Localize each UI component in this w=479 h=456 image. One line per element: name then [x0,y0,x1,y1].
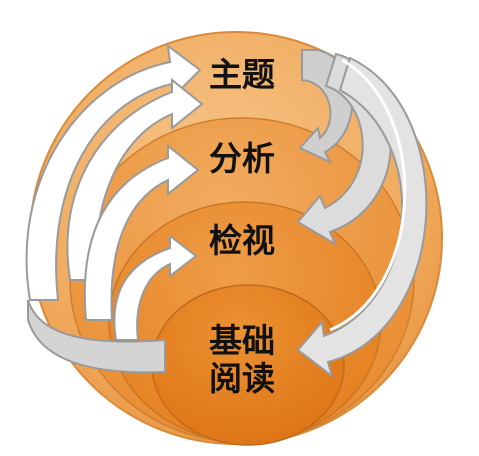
arrow-basic-to-inspection [113,233,198,341]
level-label-theme: 主题 [209,55,275,94]
level-label-reading: 阅读 [209,359,275,398]
level-label-basic: 基础 [209,321,275,360]
return-arrow-inspection-to-basic [296,56,428,379]
arrow-inspection-to-analysis [83,143,200,321]
left-gray-base [27,299,166,374]
right-white-edge [329,58,407,332]
arrow-analysis-to-theme [66,77,204,281]
arrow-outer-to-theme [25,43,202,301]
level-label-analysis: 分析 [209,139,275,178]
level-label-inspection: 检视 [209,221,275,260]
